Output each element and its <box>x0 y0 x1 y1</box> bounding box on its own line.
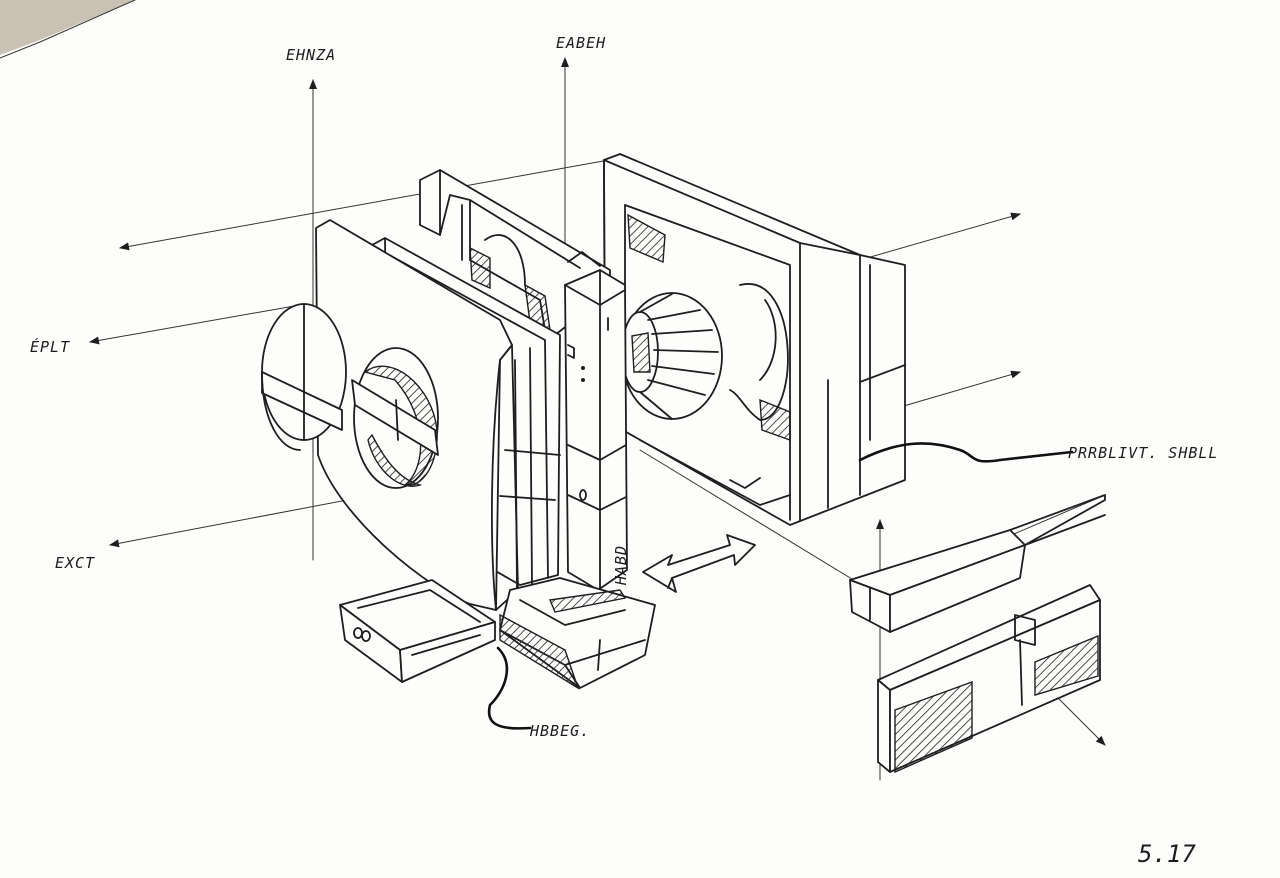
front-panel <box>315 219 519 611</box>
rear-housing <box>603 153 906 526</box>
paper-corner <box>0 0 136 59</box>
side-mark-text: HABD <box>612 545 630 586</box>
base-stand <box>499 577 656 690</box>
label-top-left: EHNZA <box>286 46 336 64</box>
label-left-lower: EXCT <box>55 554 95 572</box>
round-cap <box>261 303 347 451</box>
control-column: HABD <box>564 269 630 591</box>
sketch-date: 5.17 <box>1138 840 1196 868</box>
rail-assembly <box>849 494 1106 774</box>
double-arrow <box>642 534 756 593</box>
label-right-callout: PRRBLIVT. SHBLL <box>1068 444 1218 462</box>
base-leader <box>487 646 532 730</box>
label-top-center: EABEH <box>556 34 606 52</box>
drawer-tray <box>339 579 496 683</box>
label-left-upper: ÉPLT <box>30 337 70 356</box>
housing-leader <box>858 442 1074 463</box>
label-bottom-callout: HBBEG. <box>529 722 590 740</box>
